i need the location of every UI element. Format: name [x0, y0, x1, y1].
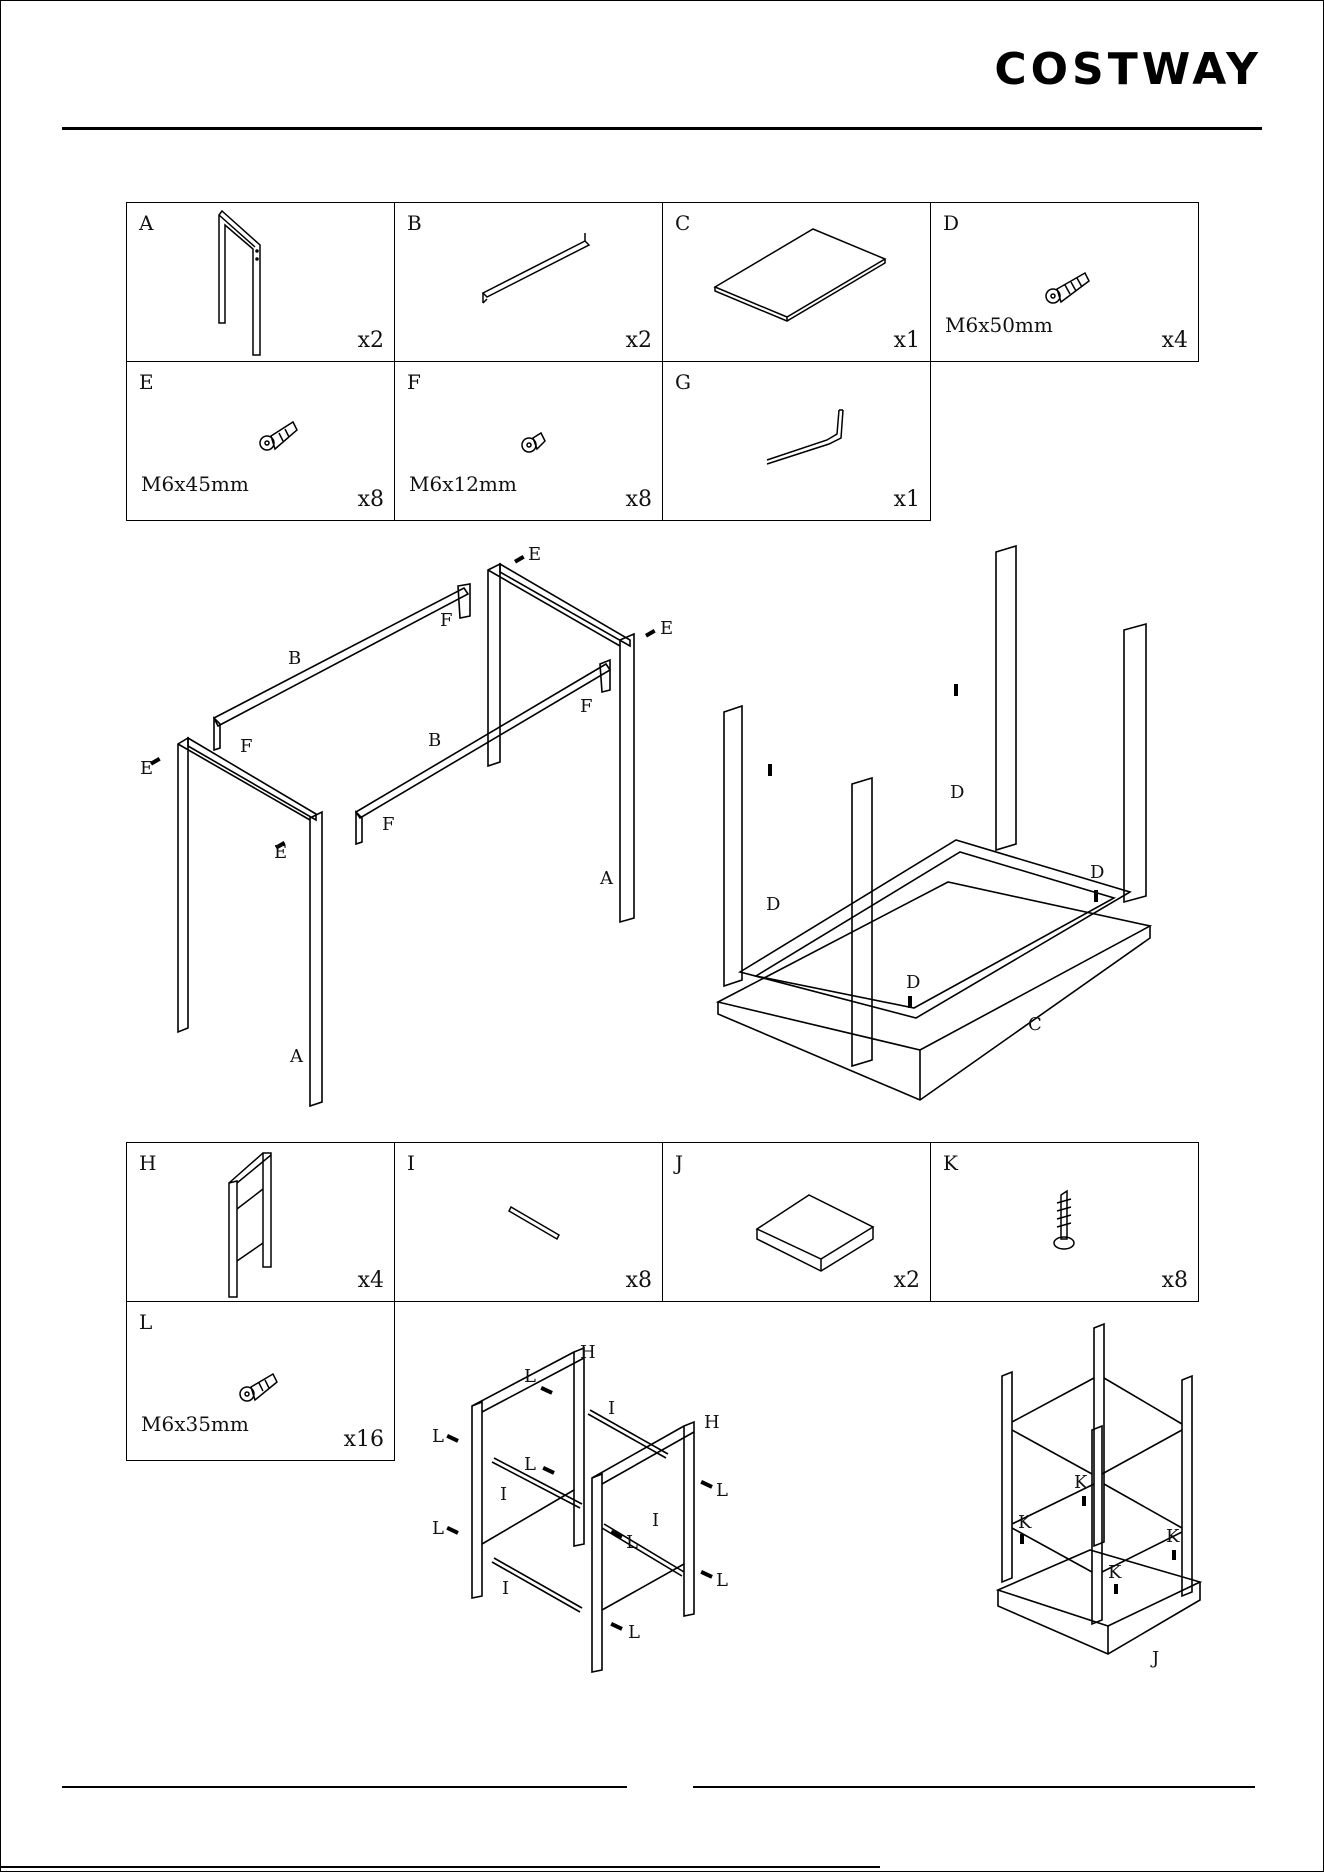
part-qty: x4 — [1162, 328, 1188, 353]
label-l: L — [524, 1366, 536, 1387]
screw-k-icon — [931, 1143, 1200, 1303]
label-e: E — [528, 544, 541, 565]
part-qty: x2 — [358, 328, 384, 353]
header-rule — [62, 127, 1262, 130]
part-cell-f: F M6x12mm x8 — [394, 361, 663, 521]
part-cell-j: J x2 — [662, 1142, 931, 1302]
label-k: K — [1166, 1526, 1180, 1547]
part-cell-h: H x4 — [126, 1142, 395, 1302]
tabletop-c-icon — [663, 203, 932, 363]
label-e: E — [140, 758, 153, 779]
label-k: K — [1074, 1472, 1088, 1493]
label-i: I — [502, 1578, 509, 1599]
bolt-f-icon — [395, 362, 664, 522]
label-d: D — [950, 782, 964, 803]
part-cell-b: B x2 — [394, 202, 663, 362]
part-cell-k: K x8 — [930, 1142, 1199, 1302]
footer-rule-left — [62, 1786, 627, 1788]
label-l: L — [716, 1570, 728, 1591]
bolt-d-icon — [931, 203, 1200, 363]
label-h: H — [704, 1412, 720, 1433]
part-qty: x16 — [344, 1427, 384, 1452]
label-l: L — [716, 1480, 728, 1501]
allen-key-g-icon — [663, 362, 932, 522]
tabletop-assembly-diagram: D D D D C — [700, 540, 1170, 1120]
part-qty: x1 — [894, 328, 920, 353]
seat-j-icon — [663, 1143, 932, 1303]
part-cell-c: C x1 — [662, 202, 931, 362]
part-spec: M6x50mm — [945, 313, 1053, 337]
label-l: L — [432, 1426, 444, 1447]
part-cell-l: L M6x35mm x16 — [126, 1301, 395, 1461]
part-spec: M6x12mm — [409, 472, 517, 496]
part-cell-g: G x1 — [662, 361, 931, 521]
part-qty: x8 — [626, 487, 652, 512]
label-d: D — [906, 972, 920, 993]
label-f: F — [382, 814, 395, 835]
label-b: B — [288, 648, 301, 669]
rail-b-icon — [395, 203, 664, 363]
label-c: C — [1028, 1014, 1042, 1035]
label-k: K — [1108, 1562, 1122, 1583]
frame-a-icon — [127, 203, 396, 363]
label-f: F — [440, 610, 453, 631]
label-e: E — [660, 618, 673, 639]
label-f: F — [240, 736, 253, 757]
part-cell-a: A x2 — [126, 202, 395, 362]
stool-frame-h-icon — [127, 1143, 396, 1303]
rod-i-icon — [395, 1143, 664, 1303]
label-i: I — [608, 1398, 615, 1419]
label-a: A — [599, 868, 614, 889]
bolt-e-icon — [127, 362, 396, 522]
brand-logo: COSTWAY — [994, 44, 1262, 95]
part-qty: x1 — [894, 487, 920, 512]
label-e: E — [274, 842, 287, 863]
part-qty: x2 — [894, 1268, 920, 1293]
label-i: I — [500, 1484, 507, 1505]
label-f: F — [580, 696, 593, 717]
label-d: D — [1090, 862, 1104, 883]
part-cell-d: D M6x50mm x4 — [930, 202, 1199, 362]
part-qty: x4 — [358, 1268, 384, 1293]
label-l: L — [626, 1532, 638, 1553]
part-qty: x8 — [626, 1268, 652, 1293]
part-cell-e: E M6x45mm x8 — [126, 361, 395, 521]
label-j: J — [1150, 1648, 1159, 1669]
part-spec: M6x45mm — [141, 472, 249, 496]
footer-rule-right — [693, 1786, 1255, 1788]
label-l: L — [524, 1454, 536, 1475]
label-a: A — [289, 1046, 304, 1067]
label-b: B — [428, 730, 441, 751]
stool-frame-assembly-diagram: H H I I I I L L L L L L L L — [420, 1330, 760, 1680]
seat-assembly-diagram: K K K K J — [990, 1320, 1210, 1680]
label-l: L — [432, 1518, 444, 1539]
label-l: L — [628, 1622, 640, 1643]
part-spec: M6x35mm — [141, 1412, 249, 1436]
part-qty: x8 — [358, 487, 384, 512]
frame-assembly-diagram: B B A A E E E E F F F F — [130, 540, 690, 1110]
label-k: K — [1018, 1512, 1032, 1533]
label-d: D — [766, 894, 780, 915]
bottom-edge-rule — [0, 1866, 880, 1868]
label-h: H — [580, 1342, 596, 1363]
label-i: I — [652, 1510, 659, 1531]
part-qty: x8 — [1162, 1268, 1188, 1293]
part-cell-i: I x8 — [394, 1142, 663, 1302]
part-qty: x2 — [626, 328, 652, 353]
